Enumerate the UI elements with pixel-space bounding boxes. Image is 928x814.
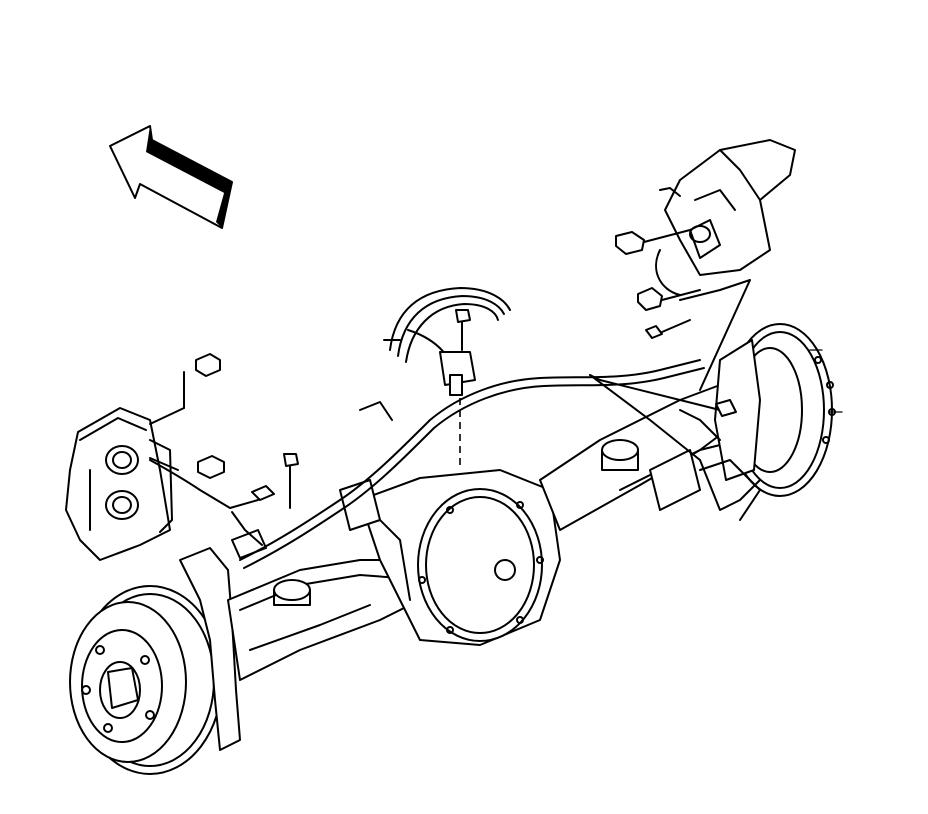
- left-brake-hose: [149, 453, 299, 546]
- left-caliper-bolt-upper: [149, 353, 221, 425]
- right-caliper-bolt-lower: [637, 287, 701, 311]
- right-brake-caliper: [655, 139, 796, 296]
- right-axle-bracket: [589, 374, 761, 521]
- rear-brake-line: [231, 359, 705, 569]
- right-hose-bolt: [645, 279, 751, 391]
- left-caliper-bolt-lower: [149, 455, 225, 479]
- left-axle-housing: [179, 547, 421, 751]
- differential-housing: [339, 469, 561, 646]
- front-direction-arrow-icon: [109, 125, 233, 229]
- right-brake-rotor: [714, 323, 843, 497]
- right-caliper-bolt-upper: [615, 229, 691, 255]
- brake-line-clip-bolt: [455, 309, 471, 470]
- brake-hose-junction: [359, 287, 511, 421]
- left-brake-rotor: [69, 585, 223, 775]
- left-brake-caliper: [65, 407, 173, 561]
